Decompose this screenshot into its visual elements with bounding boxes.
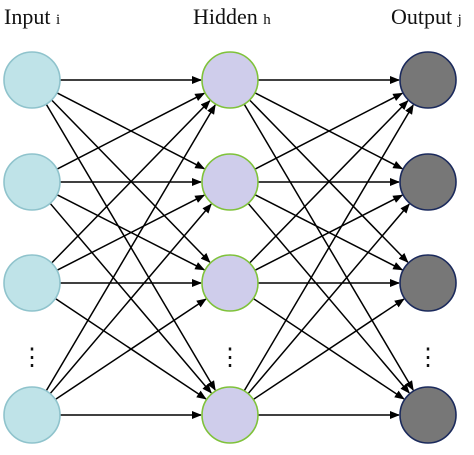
output-node xyxy=(399,254,457,312)
hidden-to-output-edge xyxy=(254,92,404,170)
hidden-to-output-edge xyxy=(249,100,409,264)
input-to-hidden-edge xyxy=(45,104,216,392)
hidden-node xyxy=(201,51,259,109)
output-layer-title: Output j xyxy=(391,4,462,29)
network-nodes xyxy=(3,51,457,444)
connection-edges xyxy=(45,76,414,419)
input-to-hidden-edge xyxy=(54,298,207,401)
output-node xyxy=(399,386,457,444)
hidden-layer-ellipsis: ⋮ xyxy=(218,345,242,371)
hidden-to-output-edge xyxy=(254,194,404,271)
hidden-node xyxy=(201,386,259,444)
input-layer-title: Input i xyxy=(4,4,60,29)
output-node xyxy=(399,153,457,211)
output-layer-ellipsis: ⋮ xyxy=(416,345,440,371)
input-node xyxy=(3,254,61,312)
layer-ellipses: ⋮ ⋮ ⋮ xyxy=(20,345,440,371)
hidden-to-output-edge xyxy=(243,104,414,392)
input-to-hidden-edge xyxy=(56,194,206,271)
hidden-layer-title: Hidden h xyxy=(193,4,271,29)
input-to-hidden-edge xyxy=(56,92,206,170)
input-to-hidden-edge xyxy=(51,100,211,264)
hidden-to-output-edge xyxy=(252,298,405,401)
input-node xyxy=(3,51,61,109)
hidden-node xyxy=(201,153,259,211)
input-to-hidden-edge xyxy=(49,203,212,395)
hidden-node xyxy=(201,254,259,312)
input-node xyxy=(3,386,61,444)
input-node xyxy=(3,153,61,211)
hidden-to-output-edge xyxy=(247,203,410,395)
input-layer-ellipsis: ⋮ xyxy=(20,345,44,371)
output-node xyxy=(399,51,457,109)
